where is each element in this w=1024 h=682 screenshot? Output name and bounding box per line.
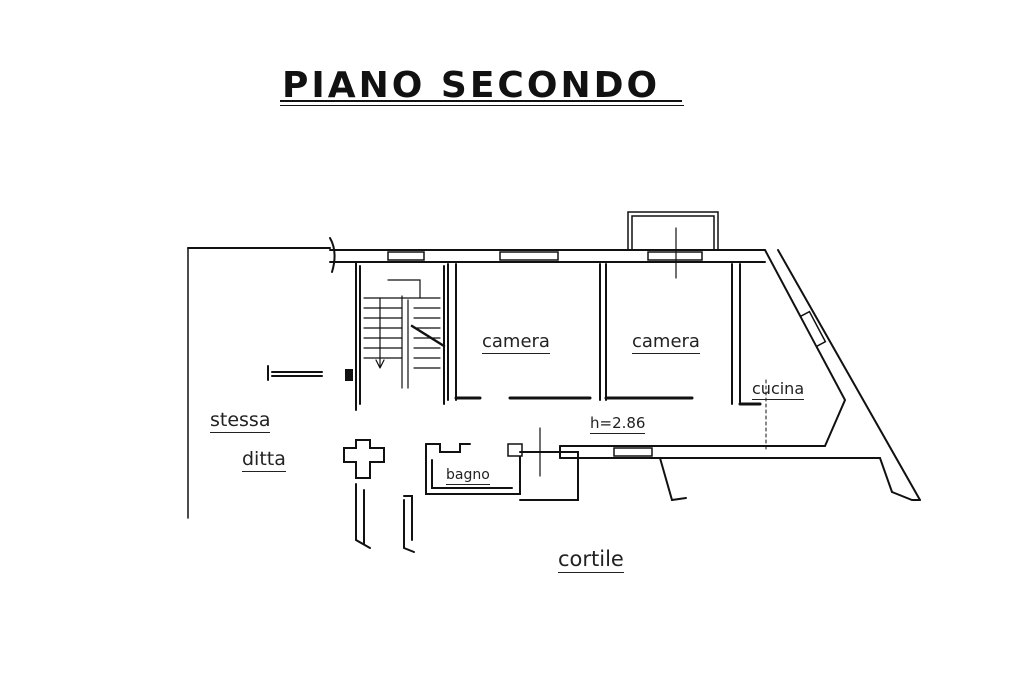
window: [499, 251, 559, 261]
room-label-camera-left: camera: [482, 331, 550, 354]
title-underline: [280, 105, 684, 106]
partition: [454, 396, 762, 406]
stub-wall: [267, 365, 323, 381]
room-label-cucina: cucina: [752, 379, 805, 400]
partition: [447, 263, 457, 401]
right-wall: [764, 249, 847, 447]
bathroom-wall: [425, 443, 521, 495]
annotation-height: h=2.86: [590, 414, 646, 434]
title-underline: [280, 100, 682, 102]
window: [387, 251, 425, 261]
window: [613, 447, 653, 457]
court-wall: [519, 445, 579, 501]
annotation-cortile: cortile: [558, 547, 624, 573]
bottom-wall: [559, 445, 893, 493]
balcony: [627, 211, 719, 251]
window: [799, 310, 827, 348]
annotation-ditta: ditta: [242, 448, 286, 472]
room-label-camera-right: camera: [632, 331, 700, 354]
annotation-stessa: stessa: [210, 409, 271, 433]
window: [647, 251, 703, 261]
plan-title: PIANO SECONDO: [282, 65, 661, 106]
stair-wall: [355, 261, 445, 411]
room-label-bagno: bagno: [446, 467, 490, 485]
staircase: [363, 279, 446, 389]
partition: [731, 263, 741, 405]
partition: [599, 263, 607, 401]
pillar: [343, 439, 385, 479]
